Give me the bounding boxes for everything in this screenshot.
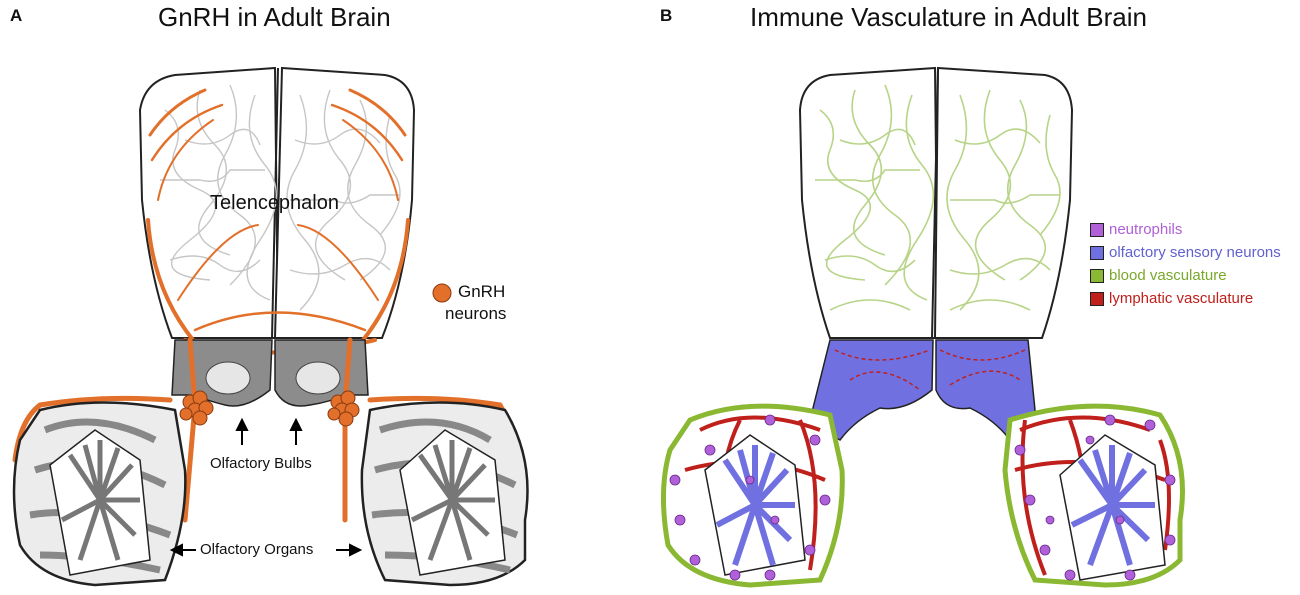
legend-label-osn: olfactory sensory neurons <box>1109 244 1281 261</box>
immune-vasculature-illustration <box>661 66 1185 588</box>
bulb-arrows <box>235 417 303 445</box>
left-organ-rosette <box>60 440 140 561</box>
gnrh-label-line2: neurons <box>445 304 507 323</box>
legend-item-neutrophils: neutrophils <box>1090 218 1281 241</box>
legend-item-blood: blood vasculature <box>1090 264 1281 287</box>
vasculature-legend: neutrophils olfactory sensory neurons bl… <box>1090 218 1281 310</box>
panel-a-gnrh: A GnRH in Adult Brain Telencephalon GnRH… <box>10 2 529 587</box>
lymph-swatch <box>1090 291 1104 306</box>
gnrh-label-line1: GnRH <box>458 282 506 301</box>
legend-label-neutrophils: neutrophils <box>1109 221 1183 238</box>
panel-a-title: GnRH in Adult Brain <box>158 2 391 32</box>
olfactory-bulbs-label: Olfactory Bulbs <box>210 455 312 472</box>
panel-a-letter: A <box>10 6 23 25</box>
right-organ-osn-rosette <box>1070 445 1155 567</box>
olfactory-organs-label: Olfactory Organs <box>200 541 314 558</box>
blood-vessel-texture <box>815 84 1061 311</box>
legend-item-osn: olfactory sensory neurons <box>1090 241 1281 264</box>
organs-arrows <box>169 543 363 557</box>
gnrh-legend-dot <box>432 283 452 303</box>
right-neutrophils <box>1014 414 1176 581</box>
panel-b-title: Immune Vasculature in Adult Brain <box>750 2 1147 32</box>
neutrophils-swatch <box>1090 222 1104 237</box>
gnrh-brain-illustration <box>12 66 529 587</box>
gnrh-neuron-cluster-left <box>179 390 214 426</box>
bulb-lymphatics <box>834 349 1026 391</box>
panel-b-immune-vasculature: B Immune Vasculature in Adult Brain neut… <box>650 0 1300 595</box>
blood-swatch <box>1090 268 1104 283</box>
panel-b-letter: B <box>660 6 673 25</box>
telencephalon-label: Telencephalon <box>210 192 339 214</box>
legend-label-lymph: lymphatic vasculature <box>1109 290 1254 307</box>
legend-item-lymph: lymphatic vasculature <box>1090 287 1281 310</box>
brain-vessel-texture <box>160 84 401 311</box>
right-organ-rosette <box>410 440 495 561</box>
gnrh-neuron-cluster-right <box>327 390 360 427</box>
left-neutrophils <box>669 414 831 581</box>
osn-swatch <box>1090 245 1104 260</box>
legend-label-blood: blood vasculature <box>1109 267 1227 284</box>
